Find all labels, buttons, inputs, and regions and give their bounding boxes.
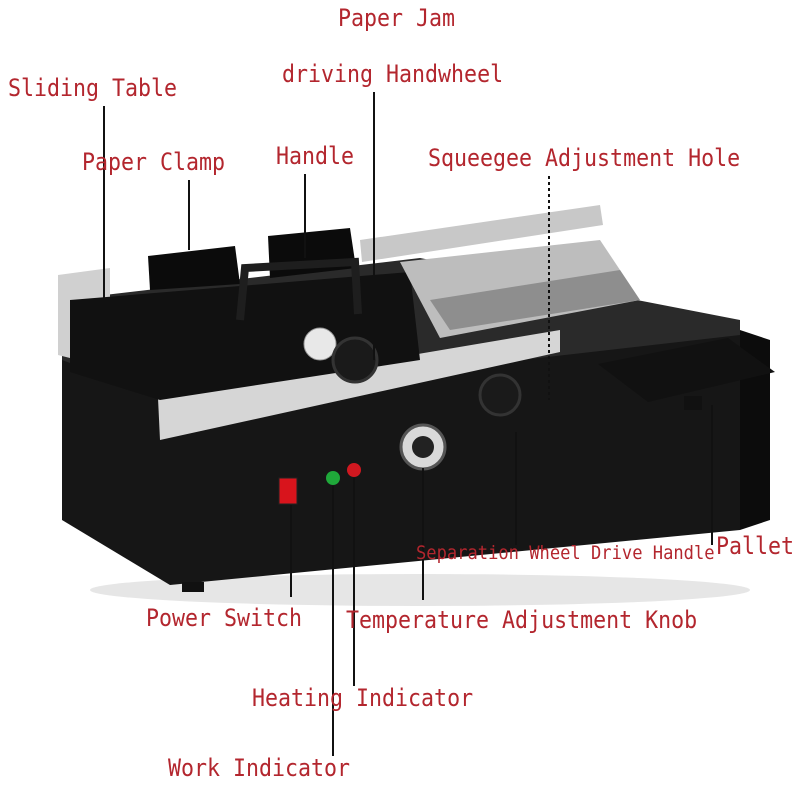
label-separation-wheel: Separation Wheel Drive Handle: [416, 542, 715, 564]
paper-clamp-plate: [148, 246, 240, 290]
machine-shadow: [90, 574, 750, 606]
pallet-plate: [598, 338, 775, 402]
temperature-knob-center: [412, 436, 434, 458]
inner-mechanism-shadow: [430, 270, 640, 330]
label-power-switch: Power Switch: [146, 604, 303, 632]
separation-wheel: [478, 373, 522, 417]
label-work-indicator: Work Indicator: [168, 754, 351, 782]
machine-body-side: [740, 330, 770, 530]
label-paper-clamp: Paper Clamp: [82, 148, 226, 176]
heat-led: [347, 463, 361, 477]
handle-bar: [236, 257, 362, 321]
back-rail: [360, 205, 603, 262]
machine-foot: [182, 582, 204, 592]
label-temperature-knob: Temperature Adjustment Knob: [346, 606, 698, 634]
pallet-foot: [684, 396, 702, 410]
label-paper-jam-line2: driving Handwheel: [282, 60, 504, 88]
label-heating-indicator: Heating Indicator: [252, 684, 474, 712]
paper-jam-handwheel: [331, 336, 379, 384]
label-handle: Handle: [276, 142, 355, 170]
work-led: [326, 471, 340, 485]
front-rail: [158, 330, 560, 440]
label-paper-jam-line1: Paper Jam: [338, 4, 456, 32]
label-sliding-table: Sliding Table: [8, 74, 178, 102]
label-pallet: Pallet: [716, 532, 795, 560]
clamp-block: [70, 272, 420, 400]
leader-lines: [103, 92, 713, 756]
white-wheel: [303, 327, 337, 361]
power-switch-rocker: [278, 477, 298, 505]
label-squeegee: Squeegee Adjustment Hole: [428, 144, 741, 172]
